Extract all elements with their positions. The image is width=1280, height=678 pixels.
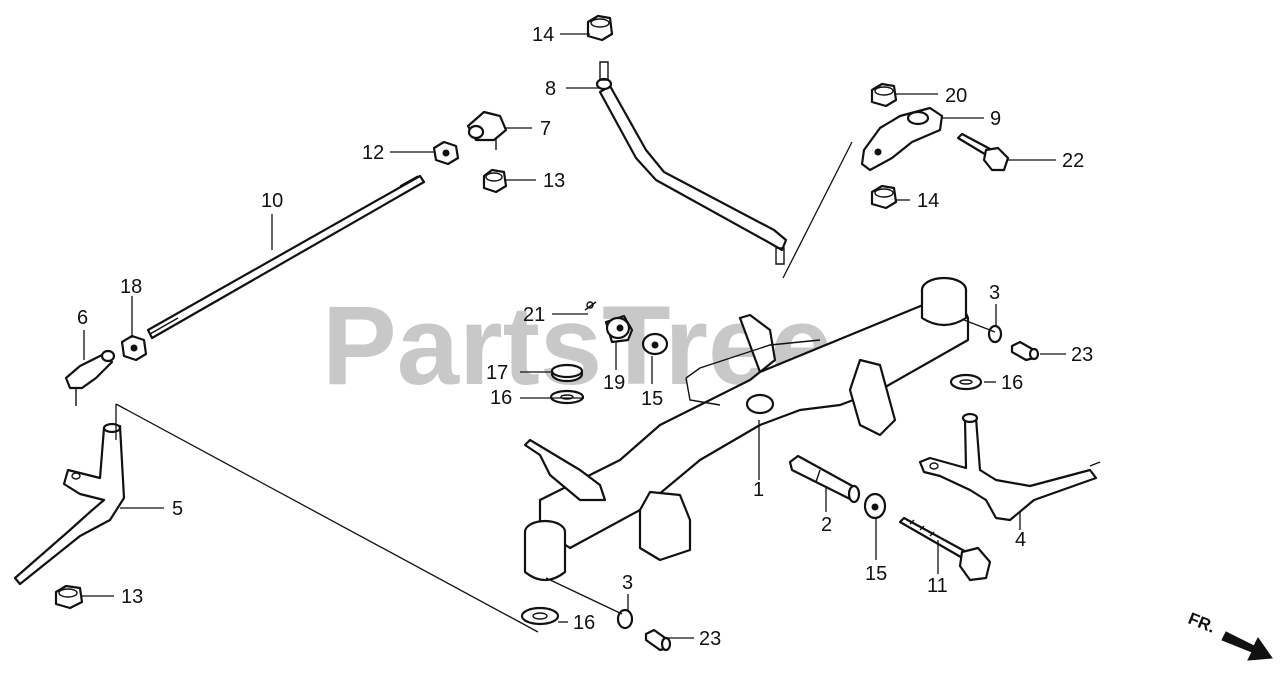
- pivot-pin[interactable]: [788, 454, 861, 504]
- callout-22: 22: [1062, 150, 1084, 172]
- callout-14-right: 14: [917, 190, 939, 212]
- nut-14-right[interactable]: [870, 184, 898, 210]
- callout-17: 17: [486, 362, 508, 384]
- washer-16-bottom[interactable]: [520, 606, 560, 626]
- callout-13-lower: 13: [121, 586, 143, 608]
- callout-23-upper: 23: [1071, 344, 1093, 366]
- callout-23-lower: 23: [699, 628, 721, 650]
- washer-16-right[interactable]: [949, 373, 983, 391]
- grease-fitting-23-upper[interactable]: [1010, 340, 1040, 362]
- bushing-19[interactable]: [604, 314, 634, 344]
- washer-3-upper[interactable]: [987, 324, 1003, 344]
- nut-18[interactable]: [120, 334, 148, 362]
- callout-3-lower: 3: [622, 572, 633, 594]
- callout-2: 2: [821, 514, 832, 536]
- bolt-22[interactable]: [956, 132, 1010, 172]
- callout-16-middle: 16: [490, 387, 512, 409]
- callout-7: 7: [540, 118, 551, 140]
- callout-1: 1: [753, 479, 764, 501]
- callout-16-bottom: 16: [573, 612, 595, 634]
- grease-fitting-23-lower[interactable]: [644, 628, 672, 652]
- nut-12[interactable]: [432, 140, 460, 166]
- callout-14-top: 14: [532, 24, 554, 46]
- callout-18: 18: [120, 276, 142, 298]
- washer-16-middle[interactable]: [549, 389, 585, 405]
- washer-15-upper[interactable]: [641, 332, 669, 356]
- steering-arm-9[interactable]: [860, 106, 944, 172]
- callout-6: 6: [77, 307, 88, 329]
- nut-20[interactable]: [870, 82, 898, 108]
- spindle-right[interactable]: [918, 412, 1101, 522]
- cotter-pin-21[interactable]: [584, 301, 597, 311]
- nut-13-upper[interactable]: [482, 168, 508, 194]
- ball-joint-6[interactable]: [64, 349, 116, 406]
- callout-3-upper: 3: [989, 282, 1000, 304]
- front-arrow-icon: FR.: [1186, 609, 1273, 661]
- callout-20: 20: [945, 85, 967, 107]
- assembly-lines: [115, 141, 996, 633]
- callout-8: 8: [545, 78, 556, 100]
- direction-label: FR.: [1186, 609, 1219, 637]
- tie-rod-10[interactable]: [146, 174, 426, 340]
- callout-21: 21: [523, 304, 545, 326]
- callout-19: 19: [603, 372, 625, 394]
- callout-16-right: 16: [1001, 372, 1023, 394]
- callout-4: 4: [1015, 529, 1026, 551]
- callout-10: 10: [261, 190, 283, 212]
- callout-12: 12: [362, 142, 384, 164]
- callout-13-upper: 13: [543, 170, 565, 192]
- bolt-11[interactable]: [898, 516, 992, 582]
- callout-15-upper: 15: [641, 388, 663, 410]
- spindle-left[interactable]: [13, 422, 126, 586]
- washer-15-lower[interactable]: [863, 492, 887, 520]
- callout-15-lower: 15: [865, 563, 887, 585]
- drag-link-8[interactable]: [595, 61, 788, 265]
- nut-14-top[interactable]: [586, 14, 614, 42]
- callout-11: 11: [927, 575, 948, 597]
- callout-labels: 1 2 3 3 4 5 6 7 8 9 10 11 12 13 13 14 14…: [77, 24, 1093, 650]
- callout-9: 9: [990, 108, 1001, 130]
- leader-lines: [82, 33, 1066, 639]
- front-axle-beam[interactable]: [523, 276, 970, 582]
- rod-end-7[interactable]: [466, 110, 508, 150]
- nut-13-lower[interactable]: [54, 584, 84, 610]
- washer-3-lower[interactable]: [616, 608, 634, 630]
- callout-5: 5: [172, 498, 183, 520]
- spring-washer-17[interactable]: [550, 363, 584, 383]
